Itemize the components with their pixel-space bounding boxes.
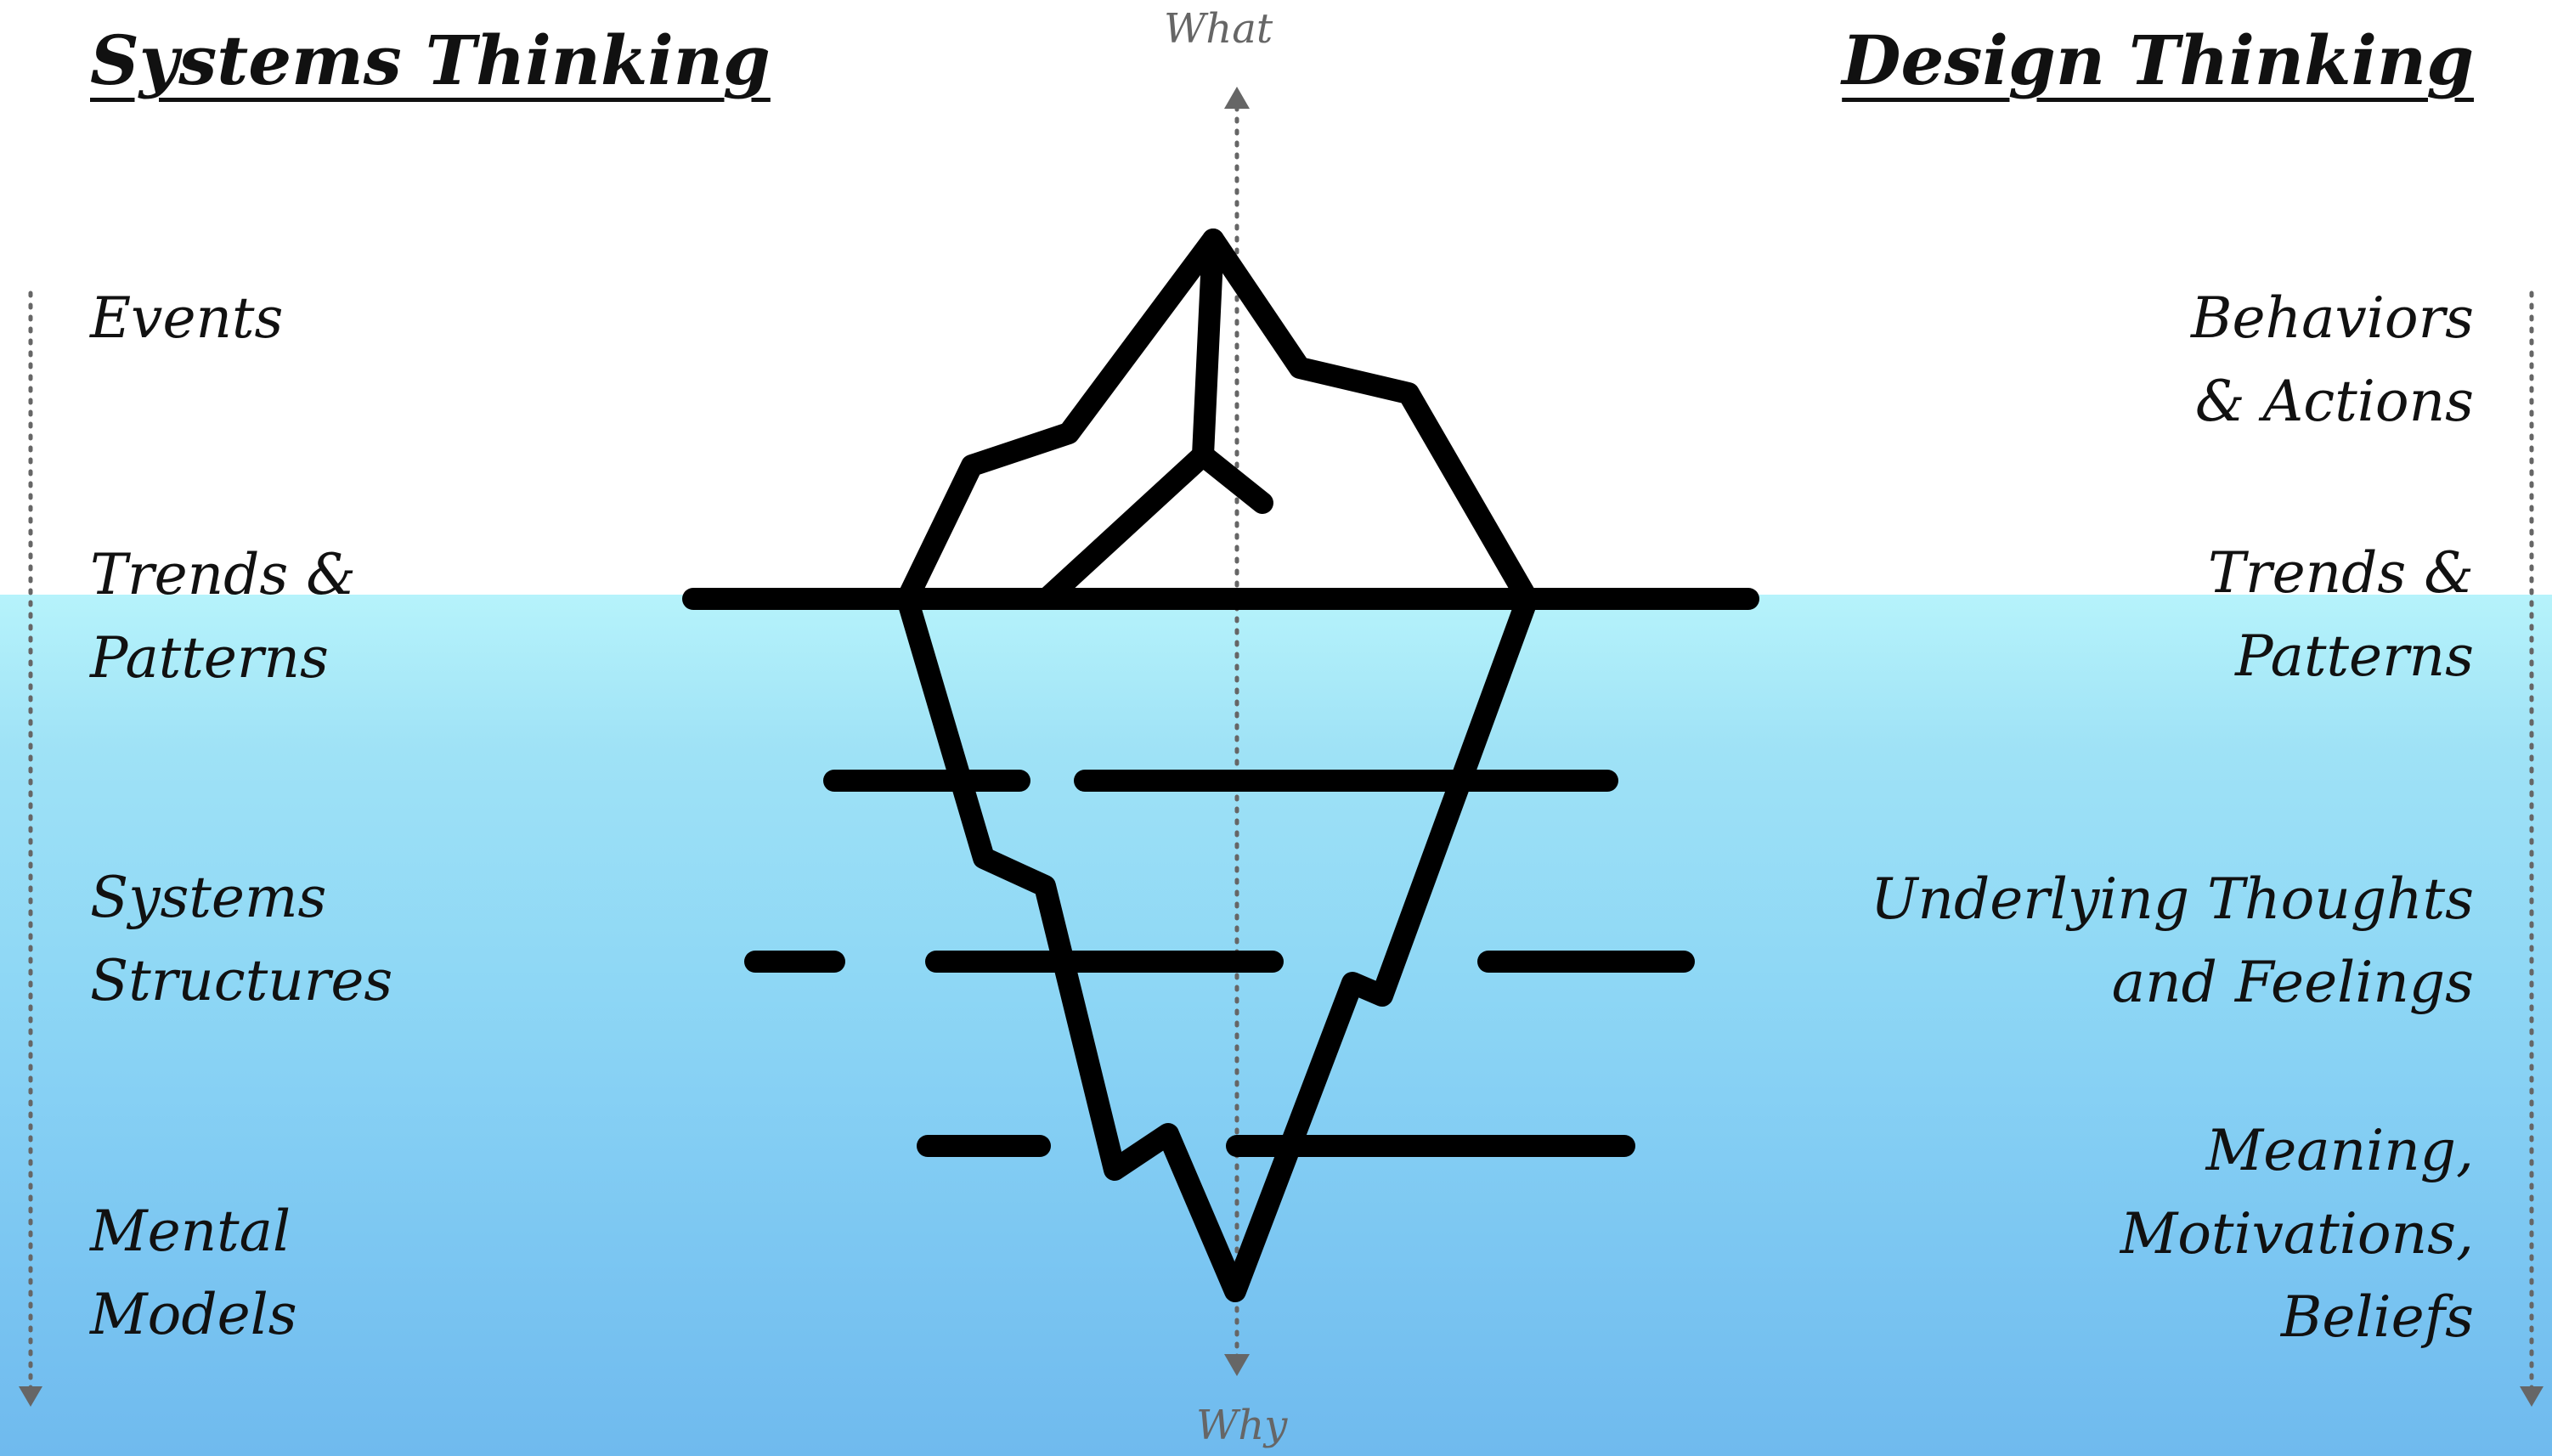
arrow-down-icon (19, 1386, 42, 1407)
left-level-events: Events (90, 277, 283, 360)
arrow-up-icon (1224, 87, 1250, 109)
arrow-down-icon (1224, 1354, 1250, 1376)
left-level-trends-patterns: Trends & Patterns (90, 533, 356, 700)
iceberg-icon (693, 240, 1748, 1291)
right-level-thoughts-feelings: Underlying Thoughts and Feelings (1871, 858, 2474, 1024)
right-level-behaviors-actions: Behaviors & Actions (2191, 277, 2474, 443)
systems-thinking-heading: Systems Thinking (90, 20, 771, 100)
left-level-mental-models: Mental Models (90, 1190, 297, 1357)
what-label: What (1164, 5, 1273, 53)
arrow-down-icon (2520, 1386, 2544, 1407)
why-label: Why (1196, 1402, 1287, 1449)
right-level-trends-patterns: Trends & Patterns (2208, 532, 2474, 698)
design-thinking-heading: Design Thinking (1842, 20, 2474, 100)
right-level-meaning-motivations-beliefs: Meaning, Motivations, Beliefs (2120, 1109, 2474, 1359)
left-level-systems-structures: Systems Structures (90, 856, 392, 1023)
